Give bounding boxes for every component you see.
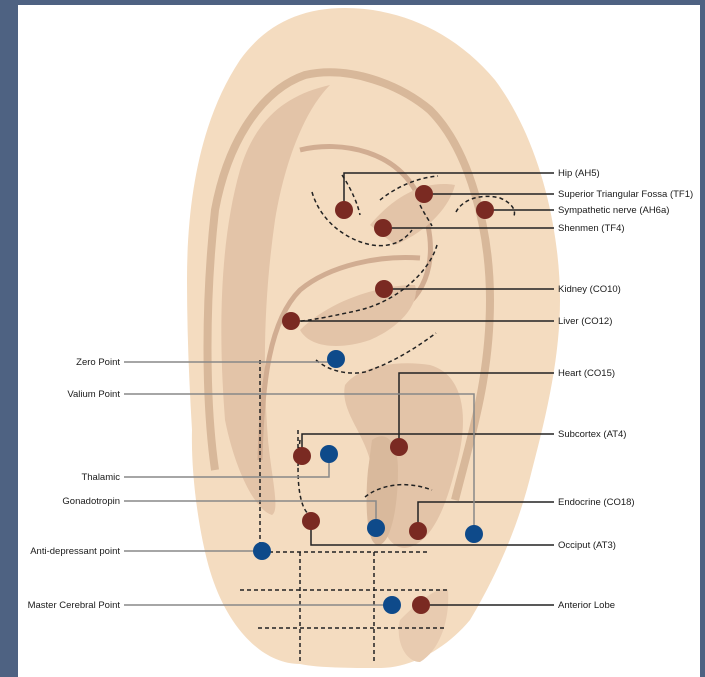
point-sympathetic-nerve	[476, 201, 494, 219]
point-occiput	[302, 512, 320, 530]
point-master-cerebral	[383, 596, 401, 614]
point-liver	[282, 312, 300, 330]
right-labels: Hip (AH5) Superior Triangular Fossa (TF1…	[558, 168, 693, 611]
point-thalamic	[320, 445, 338, 463]
point-heart	[390, 438, 408, 456]
label-thalamic: Thalamic	[81, 472, 120, 483]
label-subcortex: Subcortex (AT4)	[558, 429, 626, 440]
label-gonadotropin: Gonadotropin	[62, 496, 120, 507]
point-superior-triangular-fossa	[415, 185, 433, 203]
label-sympathetic-nerve: Sympathetic nerve (AH6a)	[558, 205, 669, 216]
label-endocrine: Endocrine (CO18)	[558, 497, 635, 508]
label-liver: Liver (CO12)	[558, 316, 612, 327]
point-anterior-lobe	[412, 596, 430, 614]
label-kidney: Kidney (CO10)	[558, 284, 621, 295]
label-valium-point: Valium Point	[67, 389, 120, 400]
point-kidney	[375, 280, 393, 298]
point-valium	[465, 525, 483, 543]
label-heart: Heart (CO15)	[558, 368, 615, 379]
point-subcortex	[293, 447, 311, 465]
label-superior-triangular-fossa: Superior Triangular Fossa (TF1)	[558, 189, 693, 200]
point-zero	[327, 350, 345, 368]
label-hip: Hip (AH5)	[558, 168, 600, 179]
point-shenmen	[374, 219, 392, 237]
point-gonadotropin	[367, 519, 385, 537]
label-occiput: Occiput (AT3)	[558, 540, 616, 551]
label-zero-point: Zero Point	[76, 357, 120, 368]
label-master-cerebral-point: Master Cerebral Point	[28, 600, 121, 611]
label-anterior-lobe: Anterior Lobe	[558, 600, 615, 611]
point-hip	[335, 201, 353, 219]
left-labels: Zero Point Valium Point Thalamic Gonadot…	[28, 357, 121, 611]
point-anti-depressant	[253, 542, 271, 560]
label-anti-depressant-point: Anti-depressant point	[30, 546, 120, 557]
label-shenmen: Shenmen (TF4)	[558, 223, 625, 234]
point-endocrine	[409, 522, 427, 540]
